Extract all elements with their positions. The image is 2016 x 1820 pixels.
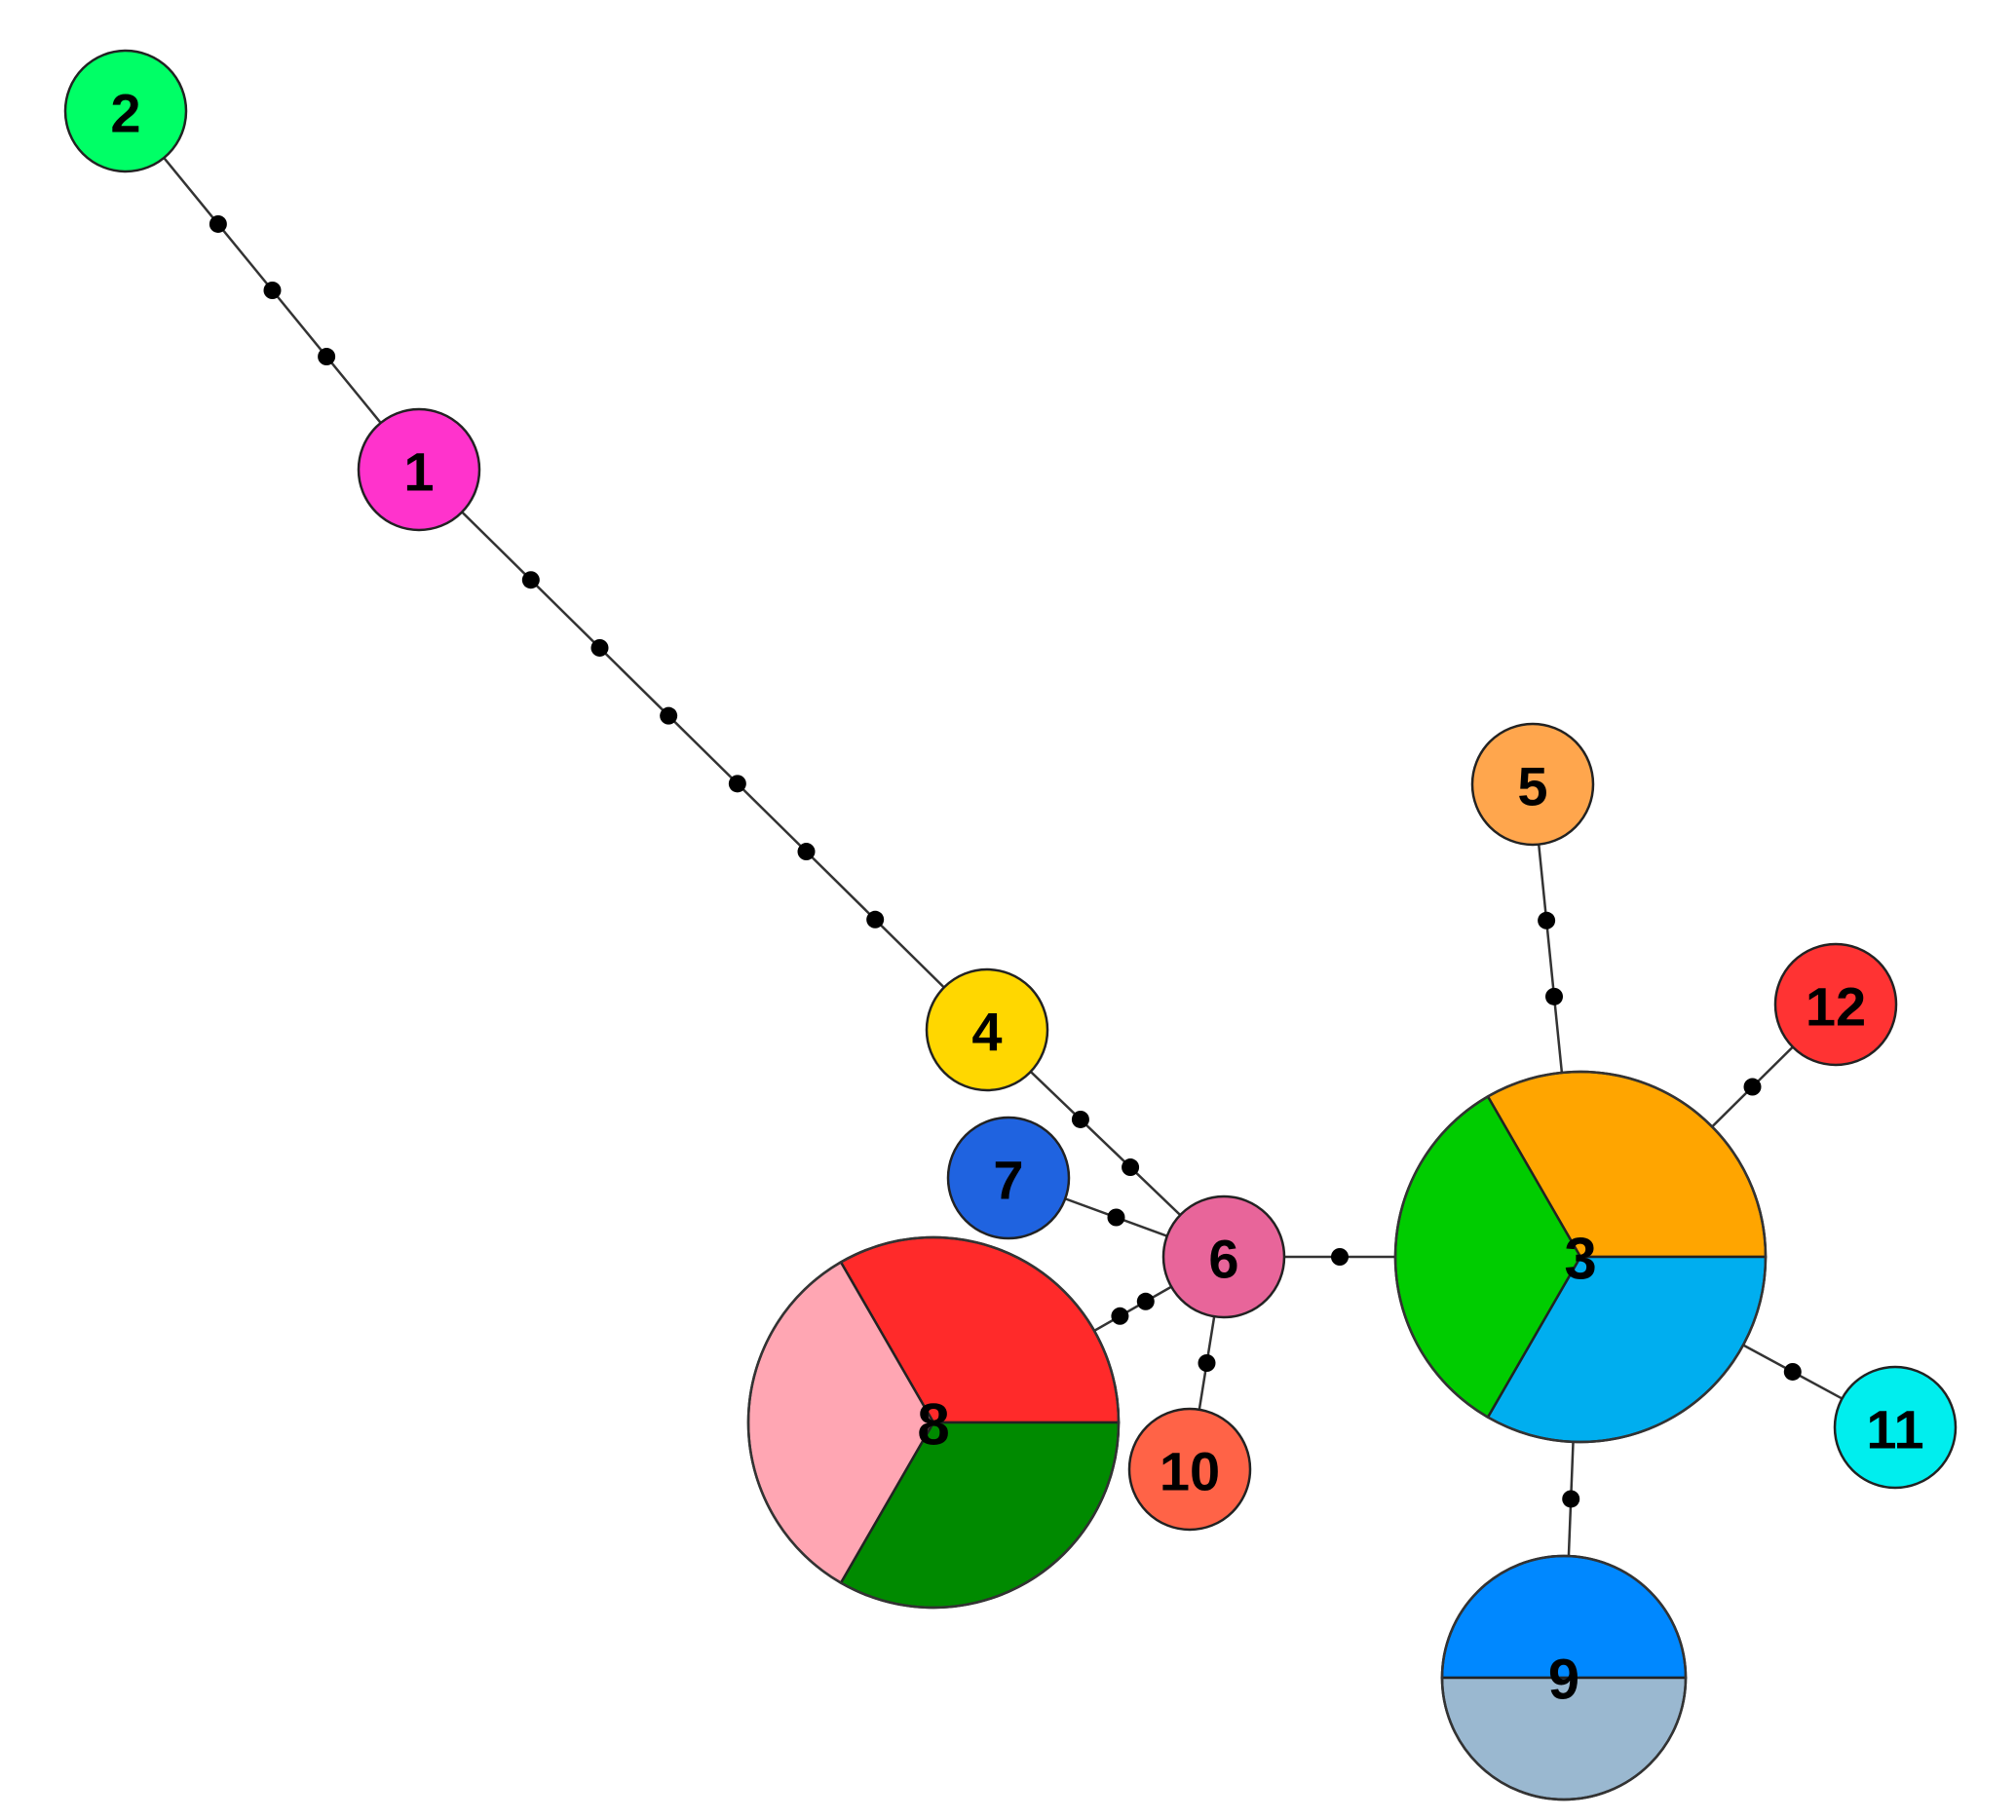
mutation-dot [590, 638, 609, 657]
node-fill [925, 967, 1049, 1092]
node-fill [946, 1116, 1071, 1240]
mutation-dot [797, 843, 816, 861]
mutation-dot [263, 282, 282, 299]
haplotype-node-11: 11 [1833, 1365, 1958, 1490]
mutation-dot [866, 910, 885, 929]
node-fill [1833, 1365, 1958, 1490]
haplotype-node-5: 5 [1470, 722, 1595, 847]
node-fill [1773, 942, 1898, 1067]
node-fill [63, 49, 188, 173]
node-outline [1440, 1554, 1688, 1801]
node-label-5: 5 [1517, 756, 1547, 817]
mutation-dot [1331, 1248, 1349, 1266]
mutation-dot [1545, 987, 1564, 1005]
mutation-dot [728, 775, 746, 793]
haplotype-node-4: 4 [925, 967, 1049, 1092]
node-label-12: 12 [1806, 976, 1866, 1038]
haplotype-node-3: 3 [1393, 1070, 1768, 1444]
haplotype-node-1: 1 [357, 407, 481, 532]
node-fill [1470, 722, 1595, 847]
mutation-dot [1562, 1490, 1580, 1508]
node-label-2: 2 [110, 83, 140, 144]
node-label-10: 10 [1160, 1441, 1220, 1502]
mutation-dot [209, 214, 227, 233]
node-label-7: 7 [993, 1150, 1023, 1211]
mutation-dot [1743, 1078, 1762, 1096]
node-label-11: 11 [1866, 1399, 1923, 1460]
node-fill [1127, 1407, 1252, 1532]
node-label-3: 3 [1564, 1227, 1596, 1292]
node-outline [746, 1235, 1121, 1610]
edge-1-4 [418, 469, 988, 1031]
node-label-4: 4 [971, 1002, 1002, 1063]
haplotype-node-10: 10 [1127, 1407, 1252, 1532]
haplotype-node-7: 7 [946, 1116, 1071, 1240]
mutation-dot [1107, 1208, 1125, 1227]
mutation-dot [1071, 1110, 1089, 1128]
mutation-dot [1122, 1158, 1140, 1177]
haplotype-node-9: 9 [1440, 1554, 1688, 1801]
node-label-6: 6 [1208, 1229, 1238, 1290]
node-fill [357, 407, 481, 532]
haplotype-node-12: 12 [1773, 942, 1898, 1067]
haplotype-node-8: 8 [746, 1235, 1121, 1610]
node-label-1: 1 [403, 441, 434, 503]
haplotype-node-6: 6 [1161, 1194, 1286, 1319]
mutation-dot [521, 571, 540, 589]
node-label-8: 8 [917, 1392, 949, 1458]
node-fill [1161, 1194, 1286, 1319]
mutation-dots-layer [209, 214, 1802, 1508]
mutation-dot [1783, 1362, 1802, 1381]
node-label-9: 9 [1548, 1649, 1579, 1712]
mutation-dot [1538, 911, 1556, 929]
mutation-dot [1198, 1354, 1216, 1372]
mutation-dot [1136, 1292, 1155, 1310]
mutation-dot [660, 706, 678, 725]
node-outline [1393, 1070, 1768, 1444]
mutation-dot [1111, 1307, 1129, 1325]
mutation-dot [318, 348, 336, 366]
haplotype-node-2: 2 [63, 49, 188, 173]
